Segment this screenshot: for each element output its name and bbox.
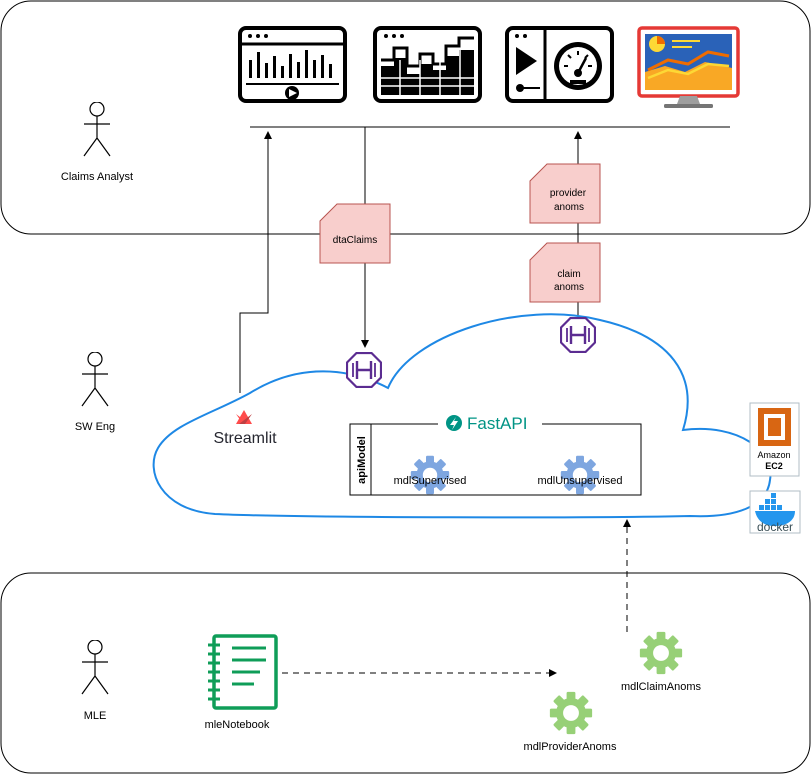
dtaclaims-label: dtaClaims — [333, 235, 377, 246]
mdl-provider-anoms-label: mdlProviderAnoms — [524, 741, 617, 753]
mdl-unsupervised-label: mdlUnsupervised — [538, 475, 623, 487]
mdl-supervised-label: mdlSupervised — [394, 475, 467, 487]
streamlit-to-dashboard-arrow — [239, 131, 272, 393]
fastapi-bolt-icon — [450, 417, 458, 430]
mdl-claim-anoms-label: mdlClaimAnoms — [621, 681, 702, 693]
docker-label: docker — [757, 520, 793, 534]
fastapi-label: FastAPI — [467, 414, 527, 433]
analyst-actor-label: Claims Analyst — [61, 171, 133, 183]
mdl-provider-anoms-gear-icon — [549, 691, 593, 735]
amazon-label: Amazon — [757, 450, 790, 460]
player-gauge-dashboard-icon — [505, 26, 614, 103]
mdl-claim-anoms-gear-icon — [639, 631, 683, 675]
streamlit-logo-icon — [236, 410, 252, 424]
mle-notebook-label: mleNotebook — [205, 719, 270, 731]
provider-anoms-label-2: anoms — [554, 202, 584, 213]
mle-actor-label: MLE — [84, 710, 107, 722]
line-dashboard-icon — [373, 26, 482, 103]
dtaclaims-document: dtaClaims — [319, 203, 391, 264]
api-model-label: apiModel — [356, 436, 368, 484]
claim-anoms-label-1: claim — [557, 269, 580, 280]
provider-anoms-label-1: provider — [550, 188, 587, 199]
docker-icon: docker — [749, 490, 801, 534]
audio-dashboard-icon — [238, 26, 347, 103]
sweng-actor-label: SW Eng — [75, 421, 115, 433]
api-gateway-left-icon — [346, 352, 382, 388]
streamlit-label: Streamlit — [213, 430, 277, 447]
amazon-ec2-icon: Amazon EC2 — [749, 402, 800, 477]
claim-anoms-document: claim anoms — [529, 242, 601, 303]
monitor-analytics-icon — [637, 26, 740, 108]
sweng-actor-icon — [81, 352, 109, 407]
api-gateway-right-icon — [560, 317, 596, 353]
claim-anoms-label-2: anoms — [554, 282, 584, 293]
ec2-label: EC2 — [765, 461, 783, 471]
mle-notebook-icon — [208, 634, 278, 710]
provider-anoms-document: provider anoms — [529, 163, 601, 224]
